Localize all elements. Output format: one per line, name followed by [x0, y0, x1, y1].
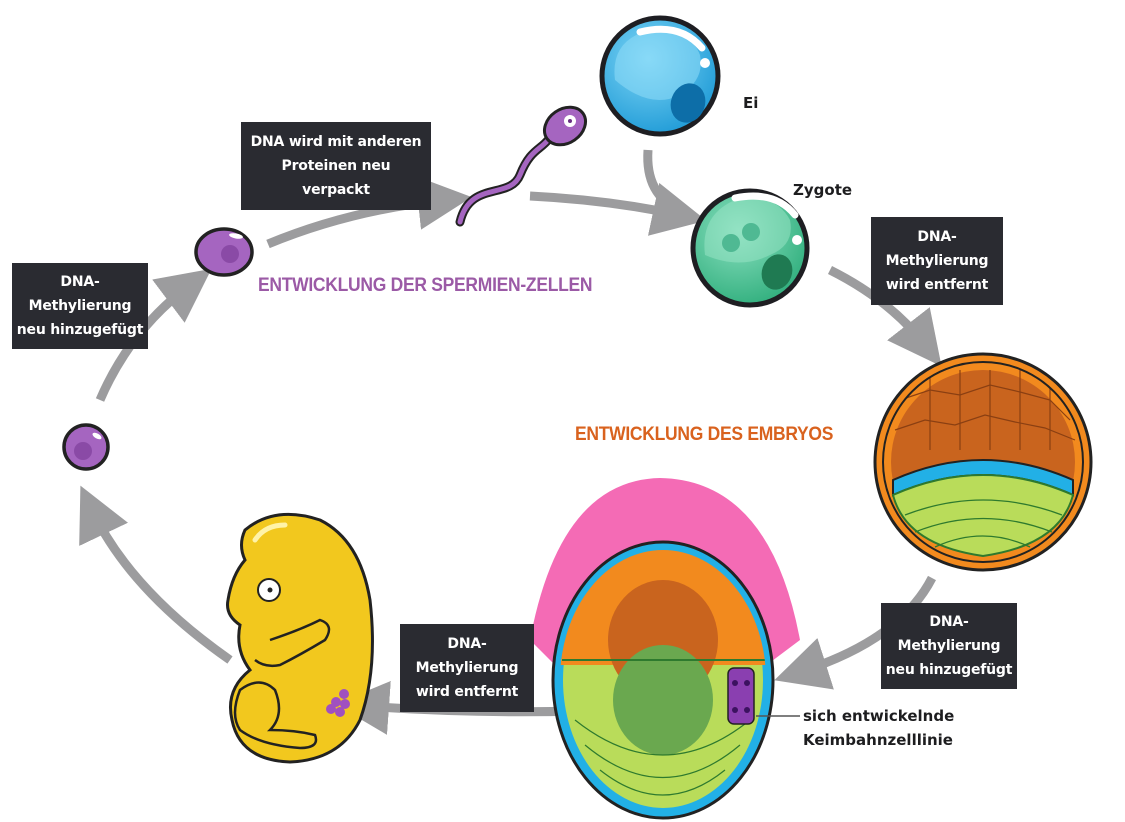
- box-line: Methylierung: [28, 298, 132, 314]
- box-line: neu hinzugefügt: [16, 322, 144, 338]
- blastocyst-icon: [873, 352, 1093, 572]
- zygote-label: Zygote: [793, 181, 853, 199]
- egg-cell-icon: [599, 15, 721, 137]
- primordial-germ-cell-icon: [62, 423, 110, 471]
- box-line: DNA-: [447, 636, 487, 652]
- sperm-development-heading: ENTWICKLUNG DER SPERMIEN-ZELLEN: [258, 275, 593, 296]
- sperm-icon: [455, 105, 587, 227]
- egg-label: Ei: [743, 94, 759, 112]
- box-line: verpackt: [302, 182, 370, 198]
- box-line: Methylierung: [415, 660, 519, 676]
- box-line: DNA-: [917, 229, 957, 245]
- arrow-egg-to-zygote: [643, 149, 682, 215]
- box-line: Proteinen neu: [281, 158, 391, 174]
- box-dna-repackaged: DNA wird mit anderen Proteinen neu verpa…: [241, 122, 431, 210]
- zygote-cell-icon: [690, 188, 810, 308]
- box-line: DNA wird mit anderen: [250, 134, 422, 150]
- box-methylation-added-right: DNA- Methylierung neu hinzugefügt: [881, 603, 1017, 689]
- box-line: DNA-: [60, 274, 100, 290]
- germline-label-line1: sich entwickelnde: [803, 707, 955, 725]
- embryo-icon: [530, 478, 800, 820]
- box-methylation-added-left: DNA- Methylierung neu hinzugefügt: [12, 263, 148, 349]
- arrow-fetus-to-cell: [79, 485, 233, 664]
- embryo-development-heading: ENTWICKLUNG DES EMBRYOS: [575, 424, 834, 445]
- box-methylation-removed-embryo: DNA- Methylierung wird entfernt: [400, 624, 534, 712]
- box-line: wird entfernt: [885, 277, 989, 293]
- box-methylation-removed-zygote: DNA- Methylierung wird entfernt: [871, 217, 1003, 305]
- fetus-icon: [226, 512, 374, 764]
- germline-label-line2: Keimbahnzelllinie: [803, 731, 953, 749]
- fetal-germ-cells-icon: [326, 689, 350, 717]
- box-line: wird entfernt: [415, 684, 519, 700]
- box-line: neu hinzugefügt: [885, 662, 1013, 678]
- box-line: Methylierung: [897, 638, 1001, 654]
- arrow-sperm-to-zygote: [529, 182, 707, 236]
- spermatocyte-icon: [194, 227, 254, 277]
- box-line: Methylierung: [885, 253, 989, 269]
- box-line: DNA-: [929, 614, 969, 630]
- germline-cells-icon: [727, 667, 755, 725]
